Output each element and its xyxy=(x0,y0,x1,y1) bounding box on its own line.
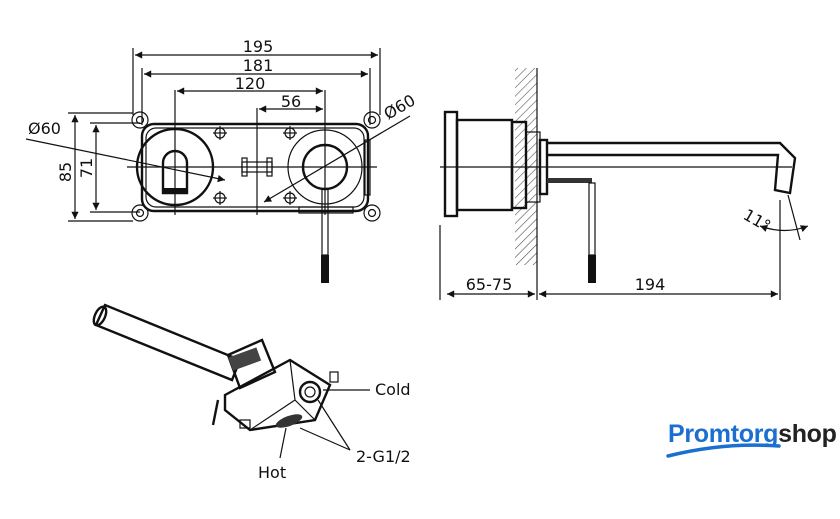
dim-181: 181 xyxy=(243,56,274,75)
promtorgshop-logo: Promtorgshop xyxy=(668,420,837,448)
dim-56: 56 xyxy=(281,92,301,111)
dim-depth: 65-75 xyxy=(466,275,513,294)
front-view: 195 181 120 56 85 71 Ø60 xyxy=(25,37,419,283)
cold-label: Cold xyxy=(375,380,411,399)
dim-85: 85 xyxy=(56,162,75,182)
isometric-view: Cold Hot 2-G1/2 xyxy=(92,303,411,482)
dim-120: 120 xyxy=(235,74,266,93)
logo-swoosh xyxy=(666,443,781,458)
dia-left: Ø60 xyxy=(28,119,61,138)
thread-label: 2-G1/2 xyxy=(356,447,411,466)
side-view: 65-75 194 11° xyxy=(439,68,809,300)
angle-label: 11° xyxy=(740,205,774,236)
dim-spout: 194 xyxy=(635,275,666,294)
dim-71: 71 xyxy=(77,158,96,178)
dia-right: Ø60 xyxy=(381,91,419,124)
dim-195: 195 xyxy=(243,37,274,56)
hot-label: Hot xyxy=(258,463,286,482)
